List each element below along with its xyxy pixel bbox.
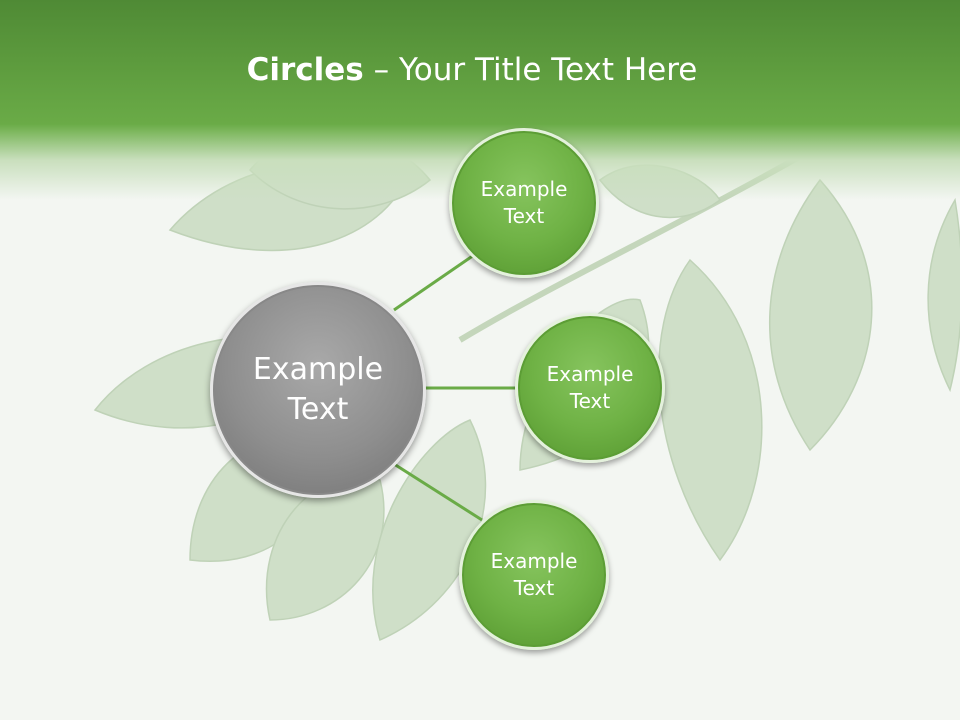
satellite-circle-label: Example Text — [546, 362, 634, 413]
satellite-circle-bottom[interactable]: Example Text — [459, 500, 609, 650]
connector-line-top — [393, 253, 475, 312]
satellite-circle-label: Example Text — [490, 549, 578, 600]
slide-title[interactable]: Circles – Your Title Text Here — [0, 52, 944, 88]
slide-title-bold: Circles — [246, 52, 364, 88]
satellite-circle-top[interactable]: Example Text — [449, 128, 599, 278]
center-circle-label: Example Text — [252, 351, 384, 428]
slide-title-rest: – Your Title Text Here — [363, 52, 698, 88]
connector-line-bottom — [393, 462, 483, 522]
satellite-circle-label: Example Text — [480, 177, 568, 228]
satellite-circle-middle[interactable]: Example Text — [515, 313, 665, 463]
center-circle[interactable]: Example Text — [210, 282, 426, 498]
